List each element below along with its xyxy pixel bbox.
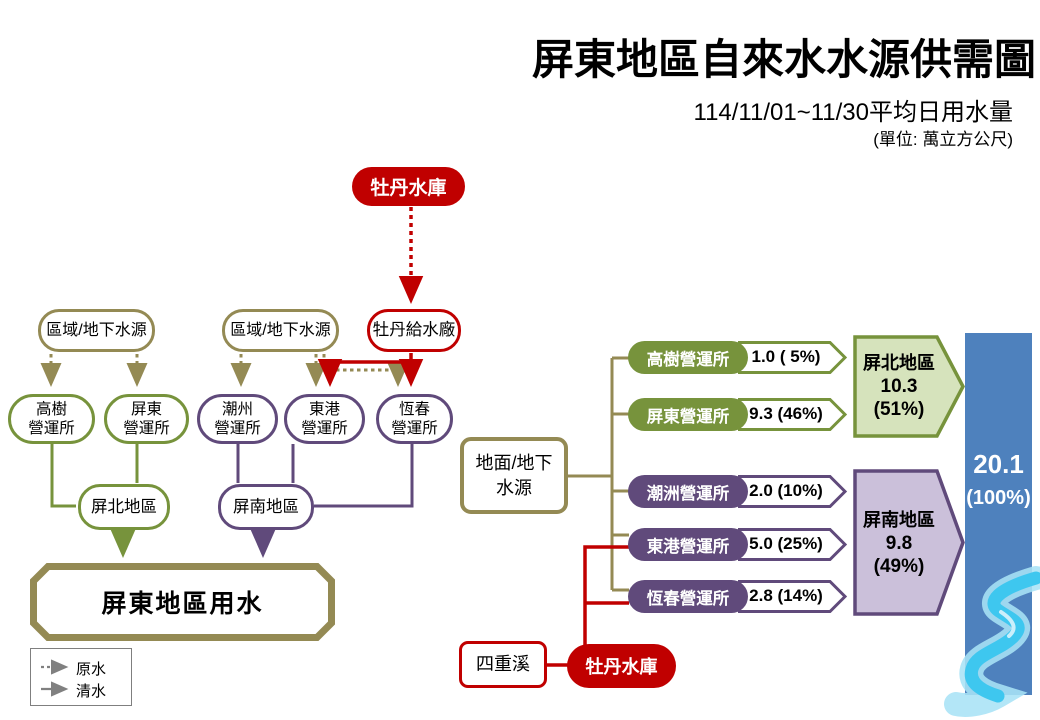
clean-water-lines bbox=[50, 444, 414, 558]
usage-box-shape bbox=[30, 563, 335, 641]
north-region-arrow-shape bbox=[853, 335, 965, 438]
page-subtitle: 114/11/01~11/30平均日用水量 bbox=[693, 99, 1014, 126]
north-region-value: 10.3 bbox=[880, 375, 918, 397]
node-donggang-office: 東港 營運所 bbox=[284, 394, 365, 444]
node-mudan-reservoir-bottom: 牡丹水庫 bbox=[567, 644, 676, 688]
office-line1: 屏東 bbox=[130, 400, 162, 418]
node-regional-source-2: 區域/地下水源 bbox=[222, 309, 339, 352]
node-pingtung-office: 屏東 營運所 bbox=[104, 394, 189, 444]
supply-row-chaozhou-value: 2.0 (10%) bbox=[749, 481, 823, 500]
office-line1: 潮州 bbox=[221, 400, 253, 418]
supply-row-chaozhou-label: 潮洲營運所 bbox=[628, 475, 748, 508]
node-surface-source: 地面/地下 水源 bbox=[460, 437, 568, 514]
right-reservoir-tree bbox=[546, 545, 629, 667]
usage-box-label: 屏東地區用水 bbox=[101, 590, 264, 618]
south-region-value: 9.8 bbox=[885, 532, 913, 554]
source-line2: 水源 bbox=[496, 477, 532, 498]
river-icon bbox=[944, 566, 1040, 717]
south-region-label: 屏南地區 bbox=[863, 510, 935, 530]
right-surface-tree bbox=[568, 356, 629, 592]
unit-note: (單位: 萬立方公尺) bbox=[873, 130, 1013, 149]
supply-row-pingtung-value: 9.3 (46%) bbox=[749, 404, 823, 423]
office-line2: 營運所 bbox=[301, 420, 348, 437]
node-pingbei-region: 屏北地區 bbox=[78, 484, 170, 530]
page-title: 屏東地區自來水水源供需圖 bbox=[531, 36, 1036, 83]
total-pct: (100%) bbox=[966, 487, 1031, 509]
supply-row-hengchun-value: 2.8 (14%) bbox=[749, 586, 823, 605]
total-value: 20.1 bbox=[973, 449, 1024, 479]
node-chaozhou-office: 潮州 營運所 bbox=[197, 394, 278, 444]
office-line1: 東港 bbox=[308, 400, 340, 418]
legend-raw-water: 原水 bbox=[76, 661, 107, 678]
south-region-arrow: 屏南地區 9.8 (49%) bbox=[853, 509, 945, 579]
office-line1: 恆春 bbox=[398, 400, 430, 418]
legend-clean-water: 清水 bbox=[76, 683, 107, 700]
office-line2: 營運所 bbox=[28, 420, 75, 437]
node-mudan-reservoir-top: 牡丹水庫 bbox=[352, 167, 465, 206]
supply-row-hengchun-label: 恆春營運所 bbox=[628, 580, 748, 613]
node-regional-source-1: 區域/地下水源 bbox=[38, 309, 155, 352]
office-line2: 營運所 bbox=[214, 420, 261, 437]
north-region-arrow: 屏北地區 10.3 (51%) bbox=[853, 352, 945, 422]
raw-water-lines bbox=[40, 207, 424, 387]
node-sichongxi: 四重溪 bbox=[459, 641, 547, 688]
supply-row-gaoshu-value: 1.0 ( 5%) bbox=[751, 347, 821, 366]
node-hengchun-office: 恆春 營運所 bbox=[376, 394, 453, 444]
legend-arrows bbox=[41, 659, 69, 697]
office-line1: 高樹 bbox=[35, 400, 67, 418]
source-line1: 地面/地下 bbox=[475, 453, 553, 474]
supply-row-gaoshu-label: 高樹營運所 bbox=[628, 341, 748, 374]
north-region-label: 屏北地區 bbox=[863, 353, 935, 373]
node-gaoshu-office: 高樹 營運所 bbox=[8, 394, 95, 444]
node-pingnan-region: 屏南地區 bbox=[218, 484, 314, 530]
north-region-pct: (51%) bbox=[873, 399, 925, 421]
supply-row-donggang-label: 東港營運所 bbox=[628, 528, 748, 561]
node-mudan-plant: 牡丹給水廠 bbox=[367, 309, 461, 352]
supply-row-donggang-value: 5.0 (25%) bbox=[749, 534, 823, 553]
legend-box bbox=[30, 648, 132, 706]
south-region-arrow-shape bbox=[853, 469, 965, 616]
value-chevrons bbox=[738, 341, 848, 613]
plant-supply-lines bbox=[317, 353, 424, 387]
office-line2: 營運所 bbox=[391, 420, 438, 437]
south-region-pct: (49%) bbox=[873, 556, 925, 578]
supply-row-pingtung-label: 屏東營運所 bbox=[628, 398, 748, 431]
office-line2: 營運所 bbox=[123, 420, 170, 437]
